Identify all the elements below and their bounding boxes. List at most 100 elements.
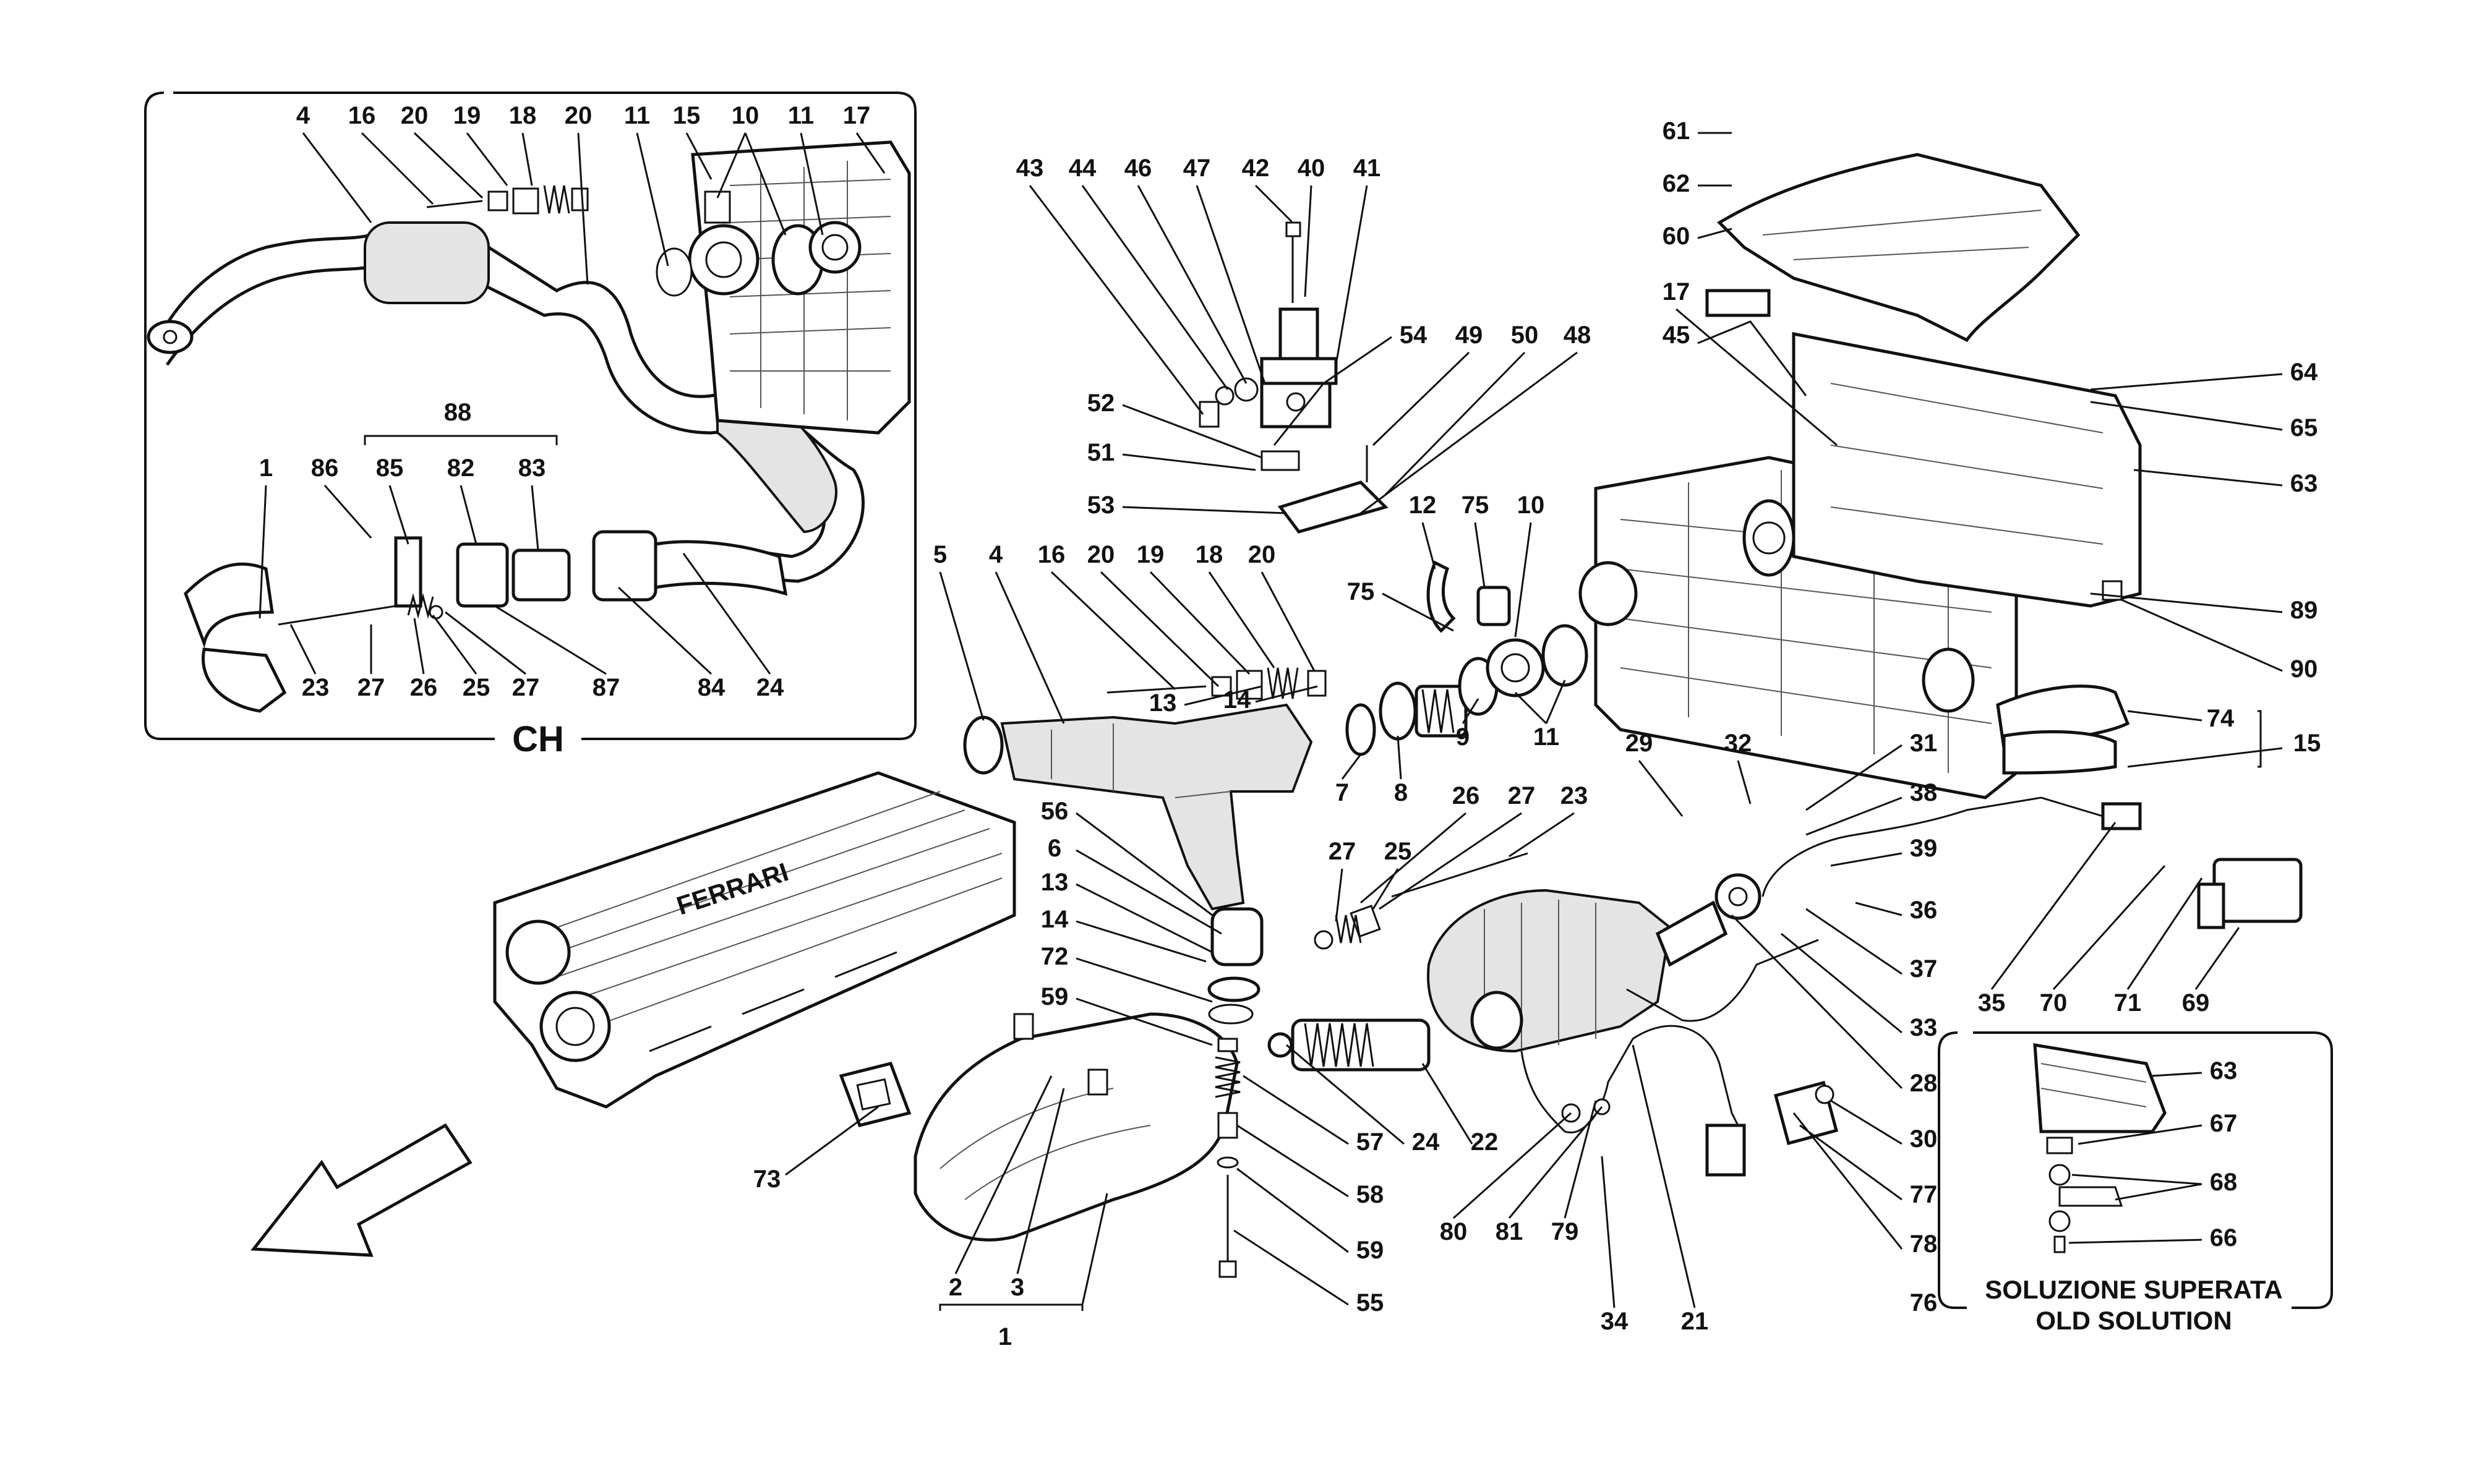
callout: 62 xyxy=(1663,170,1690,197)
upper-heat-shield xyxy=(1716,153,2081,343)
callout: 20 xyxy=(1248,541,1276,568)
callout: 57 xyxy=(1356,1128,1384,1156)
callout: 22 xyxy=(1471,1128,1499,1156)
relay-box xyxy=(2212,858,2303,923)
callout: 70 xyxy=(2040,989,2068,1017)
callout: 8 xyxy=(1394,779,1408,806)
callout: 72 xyxy=(1041,943,1069,970)
callout: 13 xyxy=(1041,869,1069,896)
callout: 85 xyxy=(376,454,404,482)
callout: 49 xyxy=(1455,322,1483,349)
callout: 20 xyxy=(401,102,429,129)
callout: 54 xyxy=(1400,322,1427,349)
bolt xyxy=(1106,685,1207,694)
callout: 31 xyxy=(1910,730,1938,757)
callout: 29 xyxy=(1625,730,1653,757)
flex-pipe xyxy=(1415,684,1468,738)
callout: 4 xyxy=(989,541,1003,568)
callout: 55 xyxy=(1356,1289,1384,1316)
callout: 51 xyxy=(1087,439,1115,466)
callout: 19 xyxy=(453,102,481,129)
callouts-low: 56 6 13 14 72 59 26 27 23 27 25 57 24 22… xyxy=(753,782,1709,1350)
callout: 5 xyxy=(933,541,947,568)
direction-arrow xyxy=(250,1123,473,1257)
engine-head: FERRARI xyxy=(493,771,1016,1109)
callout: 24 xyxy=(1412,1128,1440,1156)
callout: 63 xyxy=(2290,470,2318,497)
callout: 18 xyxy=(1196,541,1223,568)
callout: 86 xyxy=(311,454,339,482)
callout: 75 xyxy=(1462,492,1489,519)
callout: 33 xyxy=(1910,1014,1938,1041)
sensor-plug xyxy=(1705,1124,1746,1177)
callout: 60 xyxy=(1663,223,1690,250)
callout-group: 88 xyxy=(444,399,472,426)
callout: 10 xyxy=(1517,492,1545,519)
callout: 20 xyxy=(1087,541,1115,568)
callout: 84 xyxy=(698,674,726,701)
callout: 35 xyxy=(1978,989,2006,1017)
callout: 41 xyxy=(1353,155,1381,182)
callout: 3 xyxy=(1011,1274,1024,1301)
callout: 76 xyxy=(1910,1289,1938,1316)
callout: 4 xyxy=(296,102,310,129)
callout: 45 xyxy=(1663,322,1690,349)
callout: 63 xyxy=(2210,1057,2238,1085)
callout: 87 xyxy=(593,674,620,701)
callout: 16 xyxy=(348,102,376,129)
callout: 37 xyxy=(1910,955,1938,983)
callout: 13 xyxy=(1149,689,1177,717)
callout: 50 xyxy=(1511,322,1539,349)
callout: 9 xyxy=(1456,723,1470,751)
callout: 38 xyxy=(1910,779,1938,806)
callout: 53 xyxy=(1087,492,1115,519)
callout: 48 xyxy=(1564,322,1591,349)
callout: 1 xyxy=(259,454,273,482)
callout: 69 xyxy=(2182,989,2210,1017)
vacuum-actuator xyxy=(1199,221,1389,534)
callout: 27 xyxy=(357,674,385,701)
callout: 21 xyxy=(1681,1308,1709,1335)
callout: 43 xyxy=(1016,155,1044,182)
callout: 6 xyxy=(1048,835,1061,862)
callout: 83 xyxy=(518,454,546,482)
callout: 71 xyxy=(2114,989,2142,1017)
callout: 26 xyxy=(410,674,438,701)
callout: 90 xyxy=(2290,655,2318,683)
exhaust-manifold xyxy=(914,1012,1239,1242)
callout: 26 xyxy=(1452,782,1480,809)
inset-catalyst xyxy=(364,221,490,304)
callout: 28 xyxy=(1910,1070,1938,1097)
callout: 25 xyxy=(1384,838,1412,865)
callout: 11 xyxy=(1533,723,1559,751)
callout: 66 xyxy=(2210,1224,2238,1252)
callout: 58 xyxy=(1356,1181,1384,1208)
catalytic-converter xyxy=(1427,873,1761,1053)
callout: 16 xyxy=(1038,541,1066,568)
callout: 11 xyxy=(624,102,650,129)
callout: 89 xyxy=(2290,597,2318,624)
ch-label: CH xyxy=(512,719,564,759)
callout: 56 xyxy=(1041,798,1069,825)
callout: 67 xyxy=(2210,1110,2238,1137)
bolt xyxy=(1391,852,1528,898)
callout: 73 xyxy=(753,1166,781,1193)
callout: 59 xyxy=(1041,983,1069,1010)
callout: 75 xyxy=(1347,578,1375,605)
ch-callouts-top: 4 16 20 19 18 20 11 15 10 11 17 xyxy=(296,102,870,129)
callout: 24 xyxy=(756,674,784,701)
y-pipe-assembly xyxy=(963,703,1313,1025)
callout: 23 xyxy=(1560,782,1588,809)
callout: 17 xyxy=(843,102,871,129)
callout: 78 xyxy=(1910,1230,1938,1258)
old-solution-subtitle: OLD SOLUTION xyxy=(2035,1306,2232,1335)
callouts-top: 43 44 46 47 42 40 41 54 49 50 48 52 51 5… xyxy=(933,155,1591,806)
callout: 27 xyxy=(1508,782,1536,809)
callout: 52 xyxy=(1087,390,1115,417)
ch-inset-panel: CH xyxy=(144,92,917,759)
callout: 81 xyxy=(1496,1218,1523,1245)
callout: 61 xyxy=(1663,117,1690,145)
callout: 2 xyxy=(949,1274,962,1301)
callout: 30 xyxy=(1910,1125,1938,1153)
callout: 39 xyxy=(1910,835,1938,862)
